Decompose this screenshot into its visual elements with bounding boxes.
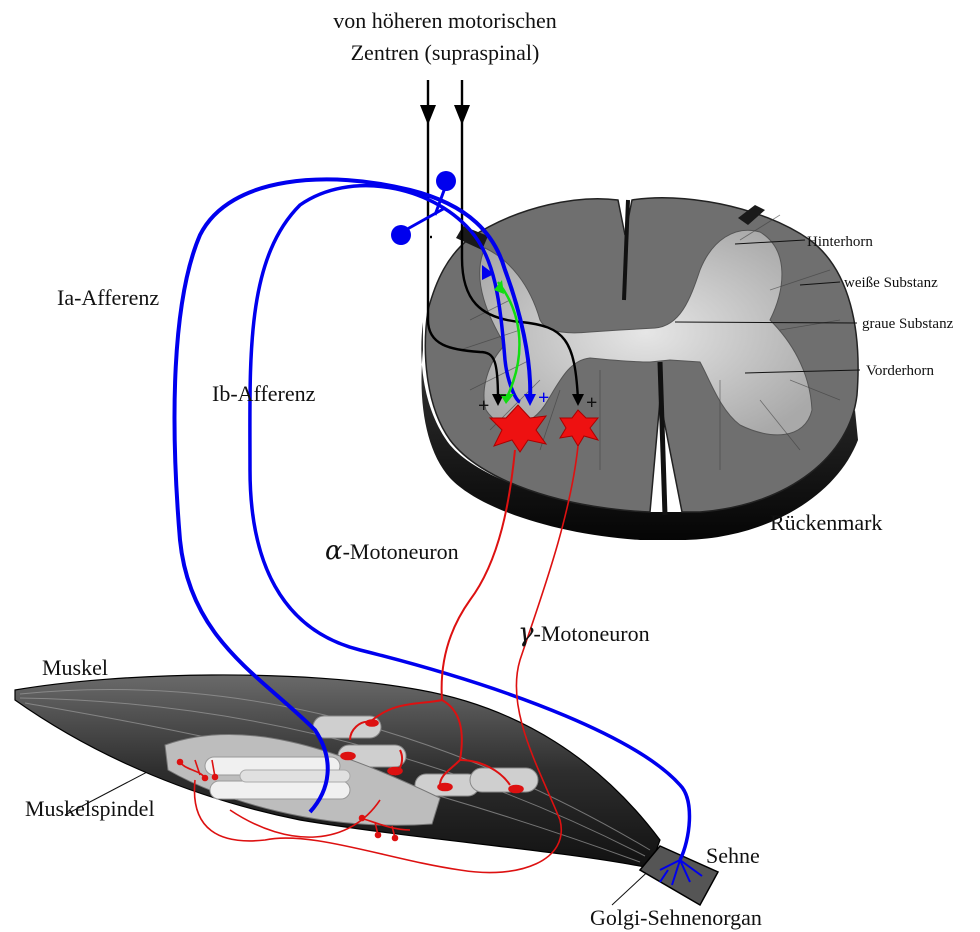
label-golgi-sehnenorgan: Golgi-Sehnenorgan (590, 905, 762, 930)
label-weisse-substanz: weiße Substanz (844, 275, 938, 291)
fiber-capsule (470, 768, 538, 792)
sign-plus-ia: + (538, 387, 549, 409)
alpha-symbol: α (325, 536, 343, 566)
label-graue-substanz: graue Substanz (862, 316, 954, 332)
label-ia-afferenz: Ia-Afferenz (57, 285, 159, 310)
muscle (15, 675, 718, 905)
label-alpha-motoneuron: α-Motoneuron (325, 536, 459, 566)
label-ib-afferenz: Ib-Afferenz (212, 381, 316, 406)
gamma-symbol: γ (518, 618, 534, 648)
sign-plus-descending-left: + (478, 395, 489, 417)
label-rueckenmark: Rückenmark (770, 510, 882, 535)
label-muskelspindel: Muskelspindel (25, 796, 155, 821)
intrafusal-fiber (240, 770, 350, 782)
sign-plus-descending-right: + (586, 392, 597, 414)
title-line-2: Zentren (supraspinal) (351, 40, 540, 65)
spinal-cord (421, 198, 858, 540)
label-hinterhorn: Hinterhorn (807, 234, 873, 250)
label-gamma-motoneuron: γ-Motoneuron (518, 618, 650, 648)
alpha-text: -Motoneuron (343, 539, 459, 564)
ganglion-cell-ib (436, 171, 456, 191)
sign-minus-interneuron: - (500, 383, 507, 405)
label-vorderhorn: Vorderhorn (866, 363, 935, 379)
label-muskel: Muskel (42, 655, 108, 680)
intrafusal-fiber (210, 781, 350, 799)
ganglion-cell-ia (391, 225, 411, 245)
gamma-text: -Motoneuron (534, 621, 650, 646)
title-line-1: von höheren motorischen (333, 8, 557, 33)
label-sehne: Sehne (706, 843, 760, 868)
